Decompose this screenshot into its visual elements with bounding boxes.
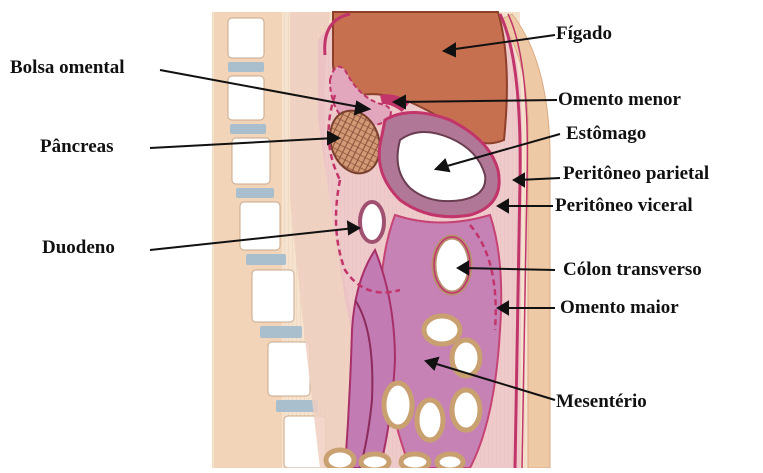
label-omento-menor: Omento menor <box>558 90 681 109</box>
label-estomago: Estômago <box>566 124 646 143</box>
label-bolsa-omental: Bolsa omental <box>10 58 125 77</box>
label-colon-transverso: Cólon transverso <box>563 260 702 279</box>
label-omento-maior: Omento maior <box>560 298 679 317</box>
duodenum <box>360 202 384 242</box>
label-pancreas: Pâncreas <box>40 137 114 156</box>
label-duodeno: Duodeno <box>42 238 115 257</box>
label-figado: Fígado <box>556 24 612 43</box>
label-peritoneo-parietal: Peritôneo parietal <box>563 164 709 183</box>
label-mesenterio: Mesentério <box>556 392 647 411</box>
label-peritoneo-viceral: Peritôneo viceral <box>555 196 693 215</box>
